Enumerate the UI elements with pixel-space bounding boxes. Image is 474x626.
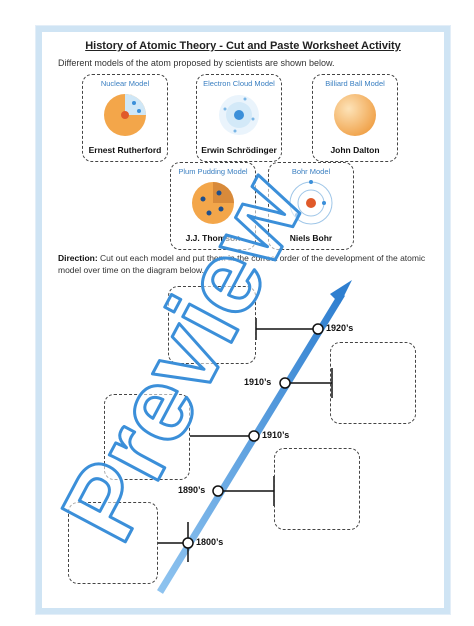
scientist-name: J.J. Thomson <box>185 233 241 243</box>
era-label-1800s: 1800’s <box>196 537 224 547</box>
model-label: Billiard Ball Model <box>325 79 385 88</box>
intro-text: Different models of the atom proposed by… <box>58 58 335 68</box>
scientist-name: Ernest Rutherford <box>88 145 162 155</box>
card-nuclear-model: Nuclear Model Ernest Rutherford <box>82 74 168 162</box>
scientist-name: John Dalton <box>330 145 380 155</box>
scientist-name: Erwin Schrödinger <box>201 145 277 155</box>
timeline-diagram <box>157 280 352 594</box>
nuclear-model-icon <box>104 94 146 136</box>
worksheet-page: History of Atomic Theory - Cut and Paste… <box>36 26 450 614</box>
direction-label: Direction: <box>58 253 98 263</box>
era-label-1890s: 1890’s <box>178 485 206 495</box>
era-label-1910s-lower: 1910’s <box>262 430 290 440</box>
plum-pudding-icon <box>192 182 234 224</box>
placement-box-4 <box>330 342 416 424</box>
card-billiard-ball-model: Billiard Ball Model John Dalton <box>312 74 398 162</box>
placement-box-3 <box>104 394 190 480</box>
model-label: Electron Cloud Model <box>203 79 275 88</box>
placement-box-2 <box>274 448 360 530</box>
model-label: Nuclear Model <box>100 79 150 88</box>
bohr-model-icon <box>289 180 333 225</box>
direction-body: Cut out each model and put them in the c… <box>58 253 426 275</box>
arrowhead-icon <box>330 280 352 304</box>
era-label-1910s-upper: 1910’s <box>244 377 272 387</box>
card-electron-cloud-model: Electron Cloud Model Erwin Schrödinger <box>196 74 282 162</box>
model-label: Plum Pudding Model <box>178 167 248 176</box>
model-label: Bohr Model <box>291 167 331 176</box>
scientist-name: Niels Bohr <box>289 233 333 243</box>
billiard-ball-icon <box>334 94 376 136</box>
placement-box-5 <box>168 286 256 364</box>
direction-text: Direction: Cut out each model and put th… <box>58 252 430 276</box>
era-label-1920s: 1920’s <box>326 323 354 333</box>
card-plum-pudding-model: Plum Pudding Model J.J. Thomson <box>170 162 256 250</box>
electron-cloud-icon <box>219 95 259 135</box>
worksheet-title: History of Atomic Theory - Cut and Paste… <box>85 40 401 52</box>
card-bohr-model: Bohr Model Niels Bohr <box>268 162 354 250</box>
placement-box-1 <box>68 502 158 584</box>
